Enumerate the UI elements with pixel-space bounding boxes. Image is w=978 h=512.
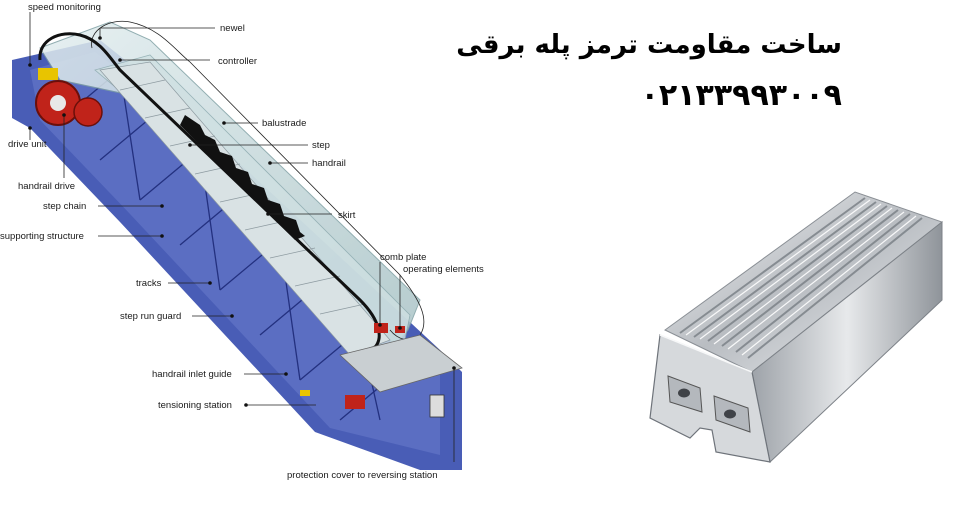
label-handrail-inlet-guide: handrail inlet guide: [152, 369, 232, 380]
label-step-chain: step chain: [43, 201, 86, 212]
tensioning-station-graphic: [345, 395, 365, 409]
label-comb-plate: comb plate: [380, 252, 426, 263]
label-balustrade: balustrade: [262, 118, 306, 129]
label-skirt: skirt: [338, 210, 356, 221]
label-drive-unit: drive unit: [8, 139, 47, 150]
label-supporting-structure: supporting structure: [0, 231, 84, 242]
leader-lines: [28, 12, 456, 462]
bottom-landing-plate: [339, 334, 463, 393]
label-handrail-drive: handrail drive: [18, 181, 75, 192]
label-speed-monitoring: speed monitoring: [28, 2, 101, 13]
phone-number: ۰۲۱۳۳۹۹۳۰۰۹: [640, 78, 842, 113]
label-newel: newel: [220, 23, 245, 34]
label-controller: controller: [218, 56, 257, 67]
escalator-illustration: [12, 20, 463, 470]
label-operating-elements: operating elements: [403, 264, 484, 275]
label-tensioning-station: tensioning station: [158, 400, 232, 411]
page-title: ساخت مقاومت ترمز پله برقی: [456, 30, 842, 60]
step-profile-skirt: [180, 115, 305, 240]
label-handrail: handrail: [312, 158, 346, 169]
drive-unit-graphic: [35, 68, 103, 127]
label-step-run-guard: step run guard: [120, 311, 181, 322]
label-step: step: [312, 140, 330, 151]
label-protection-cover: protection cover to reversing station: [287, 470, 438, 481]
brake-resistor-image: [649, 191, 944, 463]
diagram-labels: speed monitoring newel controller balust…: [0, 2, 484, 481]
label-tracks: tracks: [136, 278, 162, 289]
comb-plate-graphic: [374, 323, 388, 333]
